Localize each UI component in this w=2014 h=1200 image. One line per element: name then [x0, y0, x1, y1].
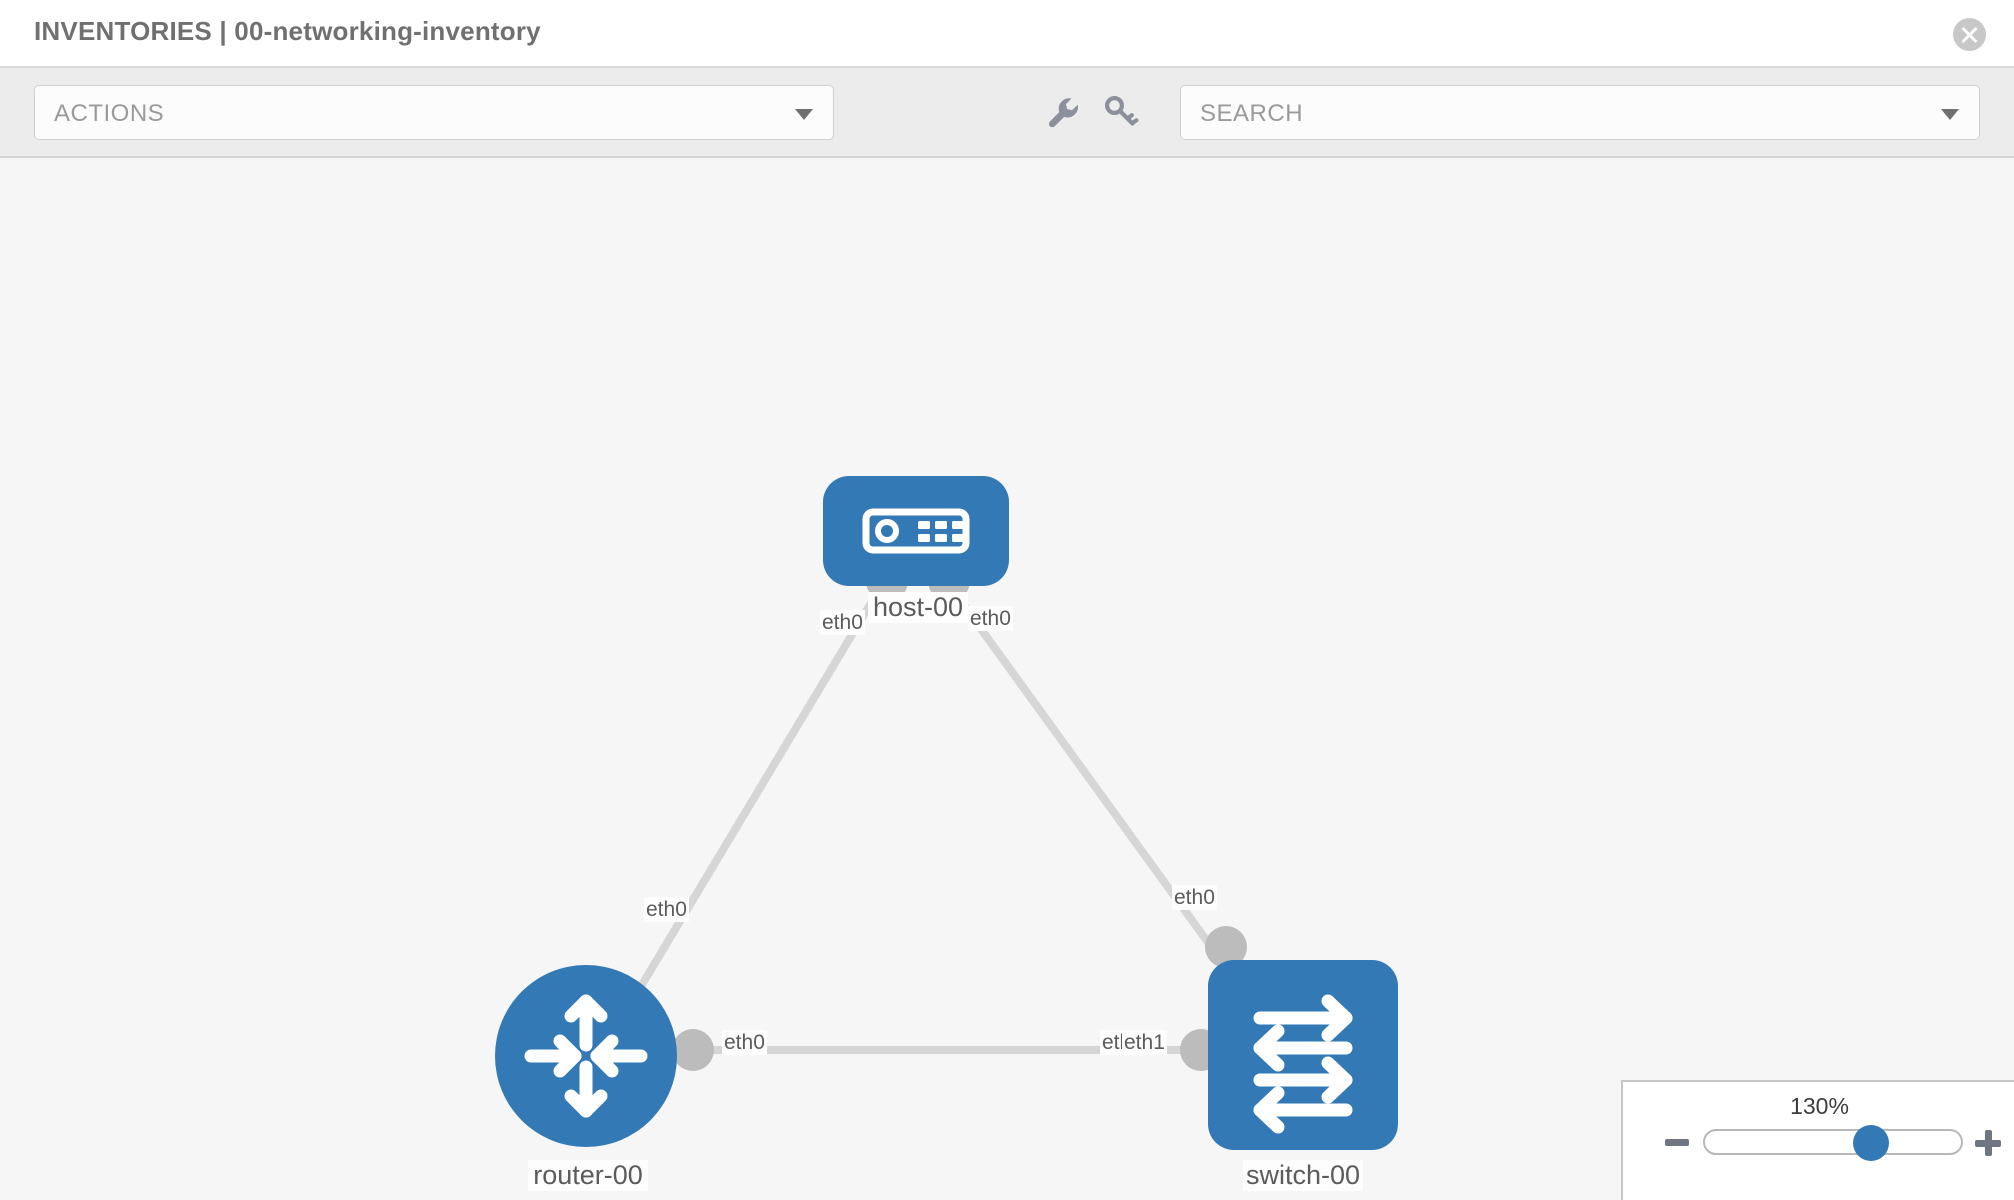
wrench-icon[interactable]	[1040, 90, 1084, 134]
zoom-slider-track[interactable]	[1703, 1125, 1963, 1161]
key-icon[interactable]	[1098, 90, 1142, 134]
search-input[interactable]: SEARCH	[1180, 85, 1980, 140]
router-arrows-icon	[524, 994, 648, 1118]
zoom-percent-label: 130%	[1790, 1093, 1849, 1119]
iface-router-up: eth0	[644, 897, 689, 922]
actions-dropdown[interactable]: ACTIONS	[34, 85, 834, 140]
node-router-00[interactable]	[495, 965, 677, 1147]
topology-edges	[636, 574, 1232, 1054]
iface-host-right: eth0	[968, 606, 1013, 631]
iface-switch-up: eth0	[1172, 885, 1217, 910]
topology-canvas[interactable]: host-00 eth0 eth0 router-00 eth0 eth0	[0, 160, 2014, 1200]
iface-host-left: eth0	[820, 610, 865, 635]
node-router-00-label: router-00	[528, 1160, 648, 1191]
search-placeholder: SEARCH	[1200, 100, 1304, 127]
actions-dropdown-label: ACTIONS	[54, 100, 165, 127]
zoom-in-button[interactable]	[1975, 1130, 2001, 1156]
node-switch-00-label: switch-00	[1243, 1160, 1363, 1191]
zoom-slider-thumb[interactable]	[1853, 1125, 1889, 1161]
iface-switch-left-b: eth1	[1122, 1030, 1167, 1055]
zoom-out-button[interactable]	[1665, 1139, 1689, 1146]
zoom-control-panel: 130%	[1621, 1080, 2014, 1200]
node-switch-00-shape	[1208, 960, 1398, 1150]
iface-router-right: eth0	[722, 1030, 767, 1055]
edge-host-switch	[940, 574, 1232, 974]
switch-arrows-icon	[1253, 994, 1353, 1134]
title-bar: INVENTORIES | 00-networking-inventory	[0, 0, 2014, 68]
chevron-down-icon	[795, 109, 813, 120]
page-title: INVENTORIES | 00-networking-inventory	[34, 16, 541, 46]
edge-host-router	[636, 574, 890, 992]
connector-knob-router-right	[672, 1029, 714, 1071]
toolbar: ACTIONS SEARCH	[0, 68, 2014, 158]
chevron-down-icon[interactable]	[1941, 109, 1959, 120]
node-switch-00[interactable]	[1208, 960, 1398, 1150]
node-host-00-shape	[823, 476, 1009, 586]
close-icon[interactable]	[1953, 18, 1986, 51]
node-host-00-label: host-00	[868, 592, 968, 623]
node-host-00[interactable]	[823, 476, 1009, 586]
server-icon	[862, 508, 970, 554]
